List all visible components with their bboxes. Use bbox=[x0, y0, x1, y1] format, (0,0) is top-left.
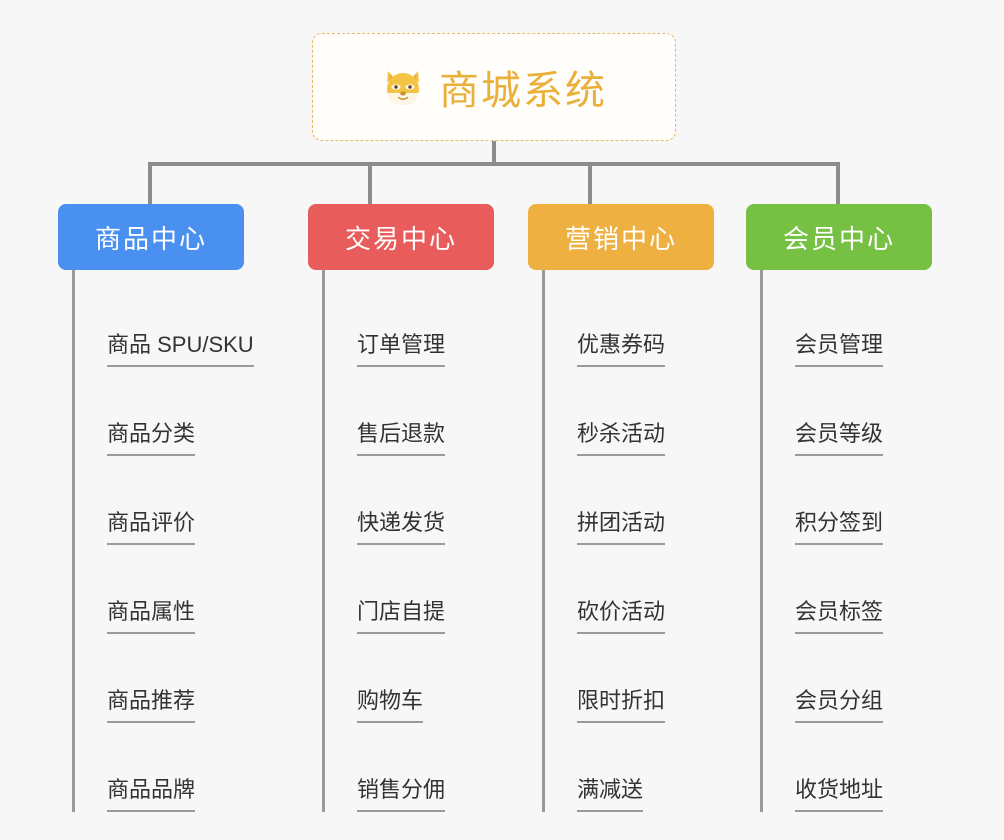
leaf-label: 秒杀活动 bbox=[577, 416, 666, 456]
root-node[interactable]: 商城系统 bbox=[312, 33, 676, 141]
leaf-label: 快递发货 bbox=[357, 505, 446, 545]
leaf-label: 积分签到 bbox=[795, 505, 884, 545]
branch-header-2[interactable]: 交易中心 bbox=[308, 204, 494, 270]
leaf-label: 拼团活动 bbox=[577, 505, 666, 545]
branch-column-4: 会员中心 会员管理 会员等级 积分签到 会员标签 会员分组 收货地址 bbox=[746, 204, 932, 812]
leaf-label: 会员等级 bbox=[795, 416, 884, 456]
leaf-label: 商品品牌 bbox=[107, 772, 196, 812]
connector-drop-3 bbox=[588, 162, 592, 204]
leaf-label: 门店自提 bbox=[357, 594, 446, 634]
leaf-label: 订单管理 bbox=[357, 327, 446, 367]
leaf-item[interactable]: 商品 SPU/SKU bbox=[75, 278, 254, 367]
branch-column-2: 交易中心 订单管理 售后退款 快递发货 门店自提 购物车 销售分佣 bbox=[308, 204, 494, 812]
leaf-item[interactable]: 收货地址 bbox=[763, 723, 932, 812]
branch-leaf-list-1: 商品 SPU/SKU 商品分类 商品评价 商品属性 商品推荐 商品品牌 bbox=[72, 270, 254, 812]
leaf-item[interactable]: 商品品牌 bbox=[75, 723, 244, 812]
leaf-item[interactable]: 商品评价 bbox=[75, 456, 244, 545]
leaf-item[interactable]: 优惠券码 bbox=[545, 278, 714, 367]
root-title: 商城系统 bbox=[439, 69, 607, 113]
branch-leaf-list-3: 优惠券码 秒杀活动 拼团活动 砍价活动 限时折扣 满减送 bbox=[542, 270, 714, 812]
leaf-item[interactable]: 商品属性 bbox=[75, 545, 244, 634]
branch-header-1[interactable]: 商品中心 bbox=[58, 204, 244, 270]
connector-horizontal-bus bbox=[148, 162, 840, 166]
leaf-item[interactable]: 快递发货 bbox=[325, 456, 494, 545]
branch-header-4[interactable]: 会员中心 bbox=[746, 204, 932, 270]
connector-drop-1 bbox=[148, 162, 152, 204]
branch-leaf-list-4: 会员管理 会员等级 积分签到 会员标签 会员分组 收货地址 bbox=[760, 270, 932, 812]
leaf-label: 满减送 bbox=[577, 772, 644, 812]
leaf-label: 砍价活动 bbox=[577, 594, 666, 634]
leaf-item[interactable]: 限时折扣 bbox=[545, 634, 714, 723]
leaf-label: 商品推荐 bbox=[107, 683, 196, 723]
leaf-label: 会员管理 bbox=[795, 327, 884, 367]
leaf-item[interactable]: 会员管理 bbox=[763, 278, 932, 367]
leaf-item[interactable]: 商品分类 bbox=[75, 367, 244, 456]
leaf-label: 会员标签 bbox=[795, 594, 884, 634]
connector-root-stem bbox=[492, 141, 496, 165]
branch-header-3[interactable]: 营销中心 bbox=[528, 204, 714, 270]
leaf-item[interactable]: 门店自提 bbox=[325, 545, 494, 634]
branch-header-label: 营销中心 bbox=[564, 223, 677, 254]
leaf-label: 商品属性 bbox=[107, 594, 196, 634]
leaf-item[interactable]: 拼团活动 bbox=[545, 456, 714, 545]
branch-leaf-list-2: 订单管理 售后退款 快递发货 门店自提 购物车 销售分佣 bbox=[322, 270, 494, 812]
leaf-label: 商品 SPU/SKU bbox=[107, 327, 254, 367]
leaf-label: 优惠券码 bbox=[577, 327, 666, 367]
leaf-label: 商品分类 bbox=[107, 416, 196, 456]
leaf-item[interactable]: 会员分组 bbox=[763, 634, 932, 723]
branch-header-label: 商品中心 bbox=[94, 223, 207, 254]
leaf-item[interactable]: 会员等级 bbox=[763, 367, 932, 456]
leaf-label: 收货地址 bbox=[795, 772, 884, 812]
branch-header-label: 交易中心 bbox=[344, 223, 457, 254]
branch-header-label: 会员中心 bbox=[782, 223, 895, 254]
leaf-item[interactable]: 销售分佣 bbox=[325, 723, 494, 812]
leaf-item[interactable]: 秒杀活动 bbox=[545, 367, 714, 456]
leaf-item[interactable]: 商品推荐 bbox=[75, 634, 244, 723]
leaf-label: 限时折扣 bbox=[577, 683, 666, 723]
branch-column-1: 商品中心 商品 SPU/SKU 商品分类 商品评价 商品属性 商品推荐 商品品牌 bbox=[58, 204, 254, 812]
leaf-label: 售后退款 bbox=[357, 416, 446, 456]
leaf-item[interactable]: 购物车 bbox=[325, 634, 494, 723]
leaf-label: 会员分组 bbox=[795, 683, 884, 723]
leaf-item[interactable]: 订单管理 bbox=[325, 278, 494, 367]
leaf-item[interactable]: 砍价活动 bbox=[545, 545, 714, 634]
leaf-label: 购物车 bbox=[357, 683, 424, 723]
leaf-label: 商品评价 bbox=[107, 505, 196, 545]
leaf-label: 销售分佣 bbox=[357, 772, 446, 812]
leaf-item[interactable]: 售后退款 bbox=[325, 367, 494, 456]
connector-drop-2 bbox=[368, 162, 372, 204]
leaf-item[interactable]: 会员标签 bbox=[763, 545, 932, 634]
connector-drop-4 bbox=[836, 162, 840, 204]
dog-face-icon bbox=[381, 65, 425, 109]
branch-column-3: 营销中心 优惠券码 秒杀活动 拼团活动 砍价活动 限时折扣 满减送 bbox=[528, 204, 714, 812]
leaf-item[interactable]: 满减送 bbox=[545, 723, 714, 812]
leaf-item[interactable]: 积分签到 bbox=[763, 456, 932, 545]
